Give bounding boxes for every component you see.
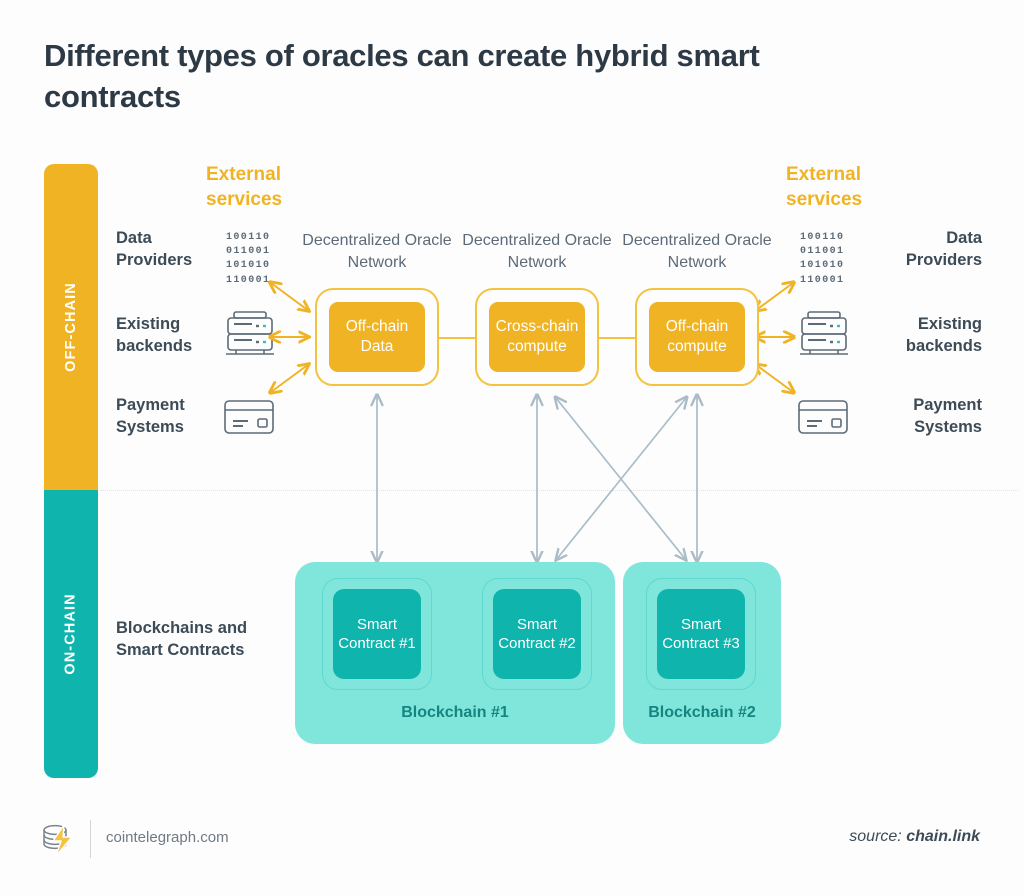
binary-data-icon: 100110 011001 101010 110001	[800, 232, 845, 286]
smart-contract-label: Smart Contract #3	[657, 589, 745, 679]
onchain-section-label: Blockchains and Smart Contracts	[116, 619, 248, 659]
server-icon	[798, 310, 850, 360]
page-title: Different types of oracles can create hy…	[44, 38, 760, 114]
footer-brand[interactable]: cointelegraph.com	[106, 829, 229, 846]
service-label-payment-systems-right: Payment Systems	[913, 396, 982, 436]
server-icon	[224, 310, 276, 360]
oracle-node-cross-chain-compute[interactable]: Cross-chain compute	[475, 288, 599, 386]
smart-contract-label: Smart Contract #2	[493, 589, 581, 679]
oracle-node-label: Cross-chain compute	[489, 302, 585, 372]
layer-bar-off-chain: OFF-CHAIN	[44, 164, 98, 490]
footer-source-name: chain.link	[906, 828, 980, 845]
layer-bar-off-chain-label: OFF-CHAIN	[63, 282, 80, 372]
credit-card-icon	[798, 400, 848, 434]
external-services-heading-left: External services	[206, 164, 283, 211]
smart-contract-1[interactable]: Smart Contract #1	[322, 578, 432, 690]
oracle-network-caption-3: Decentralized Oracle Network	[622, 232, 772, 271]
smart-contract-2[interactable]: Smart Contract #2	[482, 578, 592, 690]
footer-divider	[90, 820, 91, 858]
blockchain-name: Blockchain #1	[401, 704, 509, 721]
service-label-existing-backends-left: Existing backends	[116, 315, 193, 355]
binary-data-icon: 100110 011001 101010 110001	[226, 232, 271, 286]
oracle-network-caption-1: Decentralized Oracle Network	[302, 232, 452, 271]
cointelegraph-logo	[38, 820, 80, 860]
oracle-node-label: Off-chain Data	[329, 302, 425, 372]
service-label-payment-systems-left: Payment Systems	[116, 396, 185, 436]
oracle-connector-1-2	[439, 337, 475, 339]
footer-source-prefix: source:	[849, 828, 902, 845]
footer-source: source: chain.link	[849, 828, 980, 846]
service-label-data-providers-right: Data Providers	[905, 229, 982, 269]
credit-card-icon	[224, 400, 274, 434]
service-label-existing-backends-right: Existing backends	[905, 315, 982, 355]
smart-contract-3[interactable]: Smart Contract #3	[646, 578, 756, 690]
external-services-heading-right: External services	[786, 164, 863, 211]
oracle-network-caption-2: Decentralized Oracle Network	[462, 232, 612, 271]
layer-divider	[100, 490, 1018, 491]
blockchain-name: Blockchain #2	[648, 704, 756, 721]
service-label-data-providers-left: Data Providers	[116, 229, 193, 269]
oracle-node-off-chain-compute[interactable]: Off-chain compute	[635, 288, 759, 386]
smart-contract-label: Smart Contract #1	[333, 589, 421, 679]
layer-bar-on-chain: ON-CHAIN	[44, 490, 98, 778]
oracle-node-off-chain-data[interactable]: Off-chain Data	[315, 288, 439, 386]
oracle-connector-2-3	[599, 337, 635, 339]
layer-bar-on-chain-label: ON-CHAIN	[63, 593, 80, 675]
oracle-node-label: Off-chain compute	[649, 302, 745, 372]
